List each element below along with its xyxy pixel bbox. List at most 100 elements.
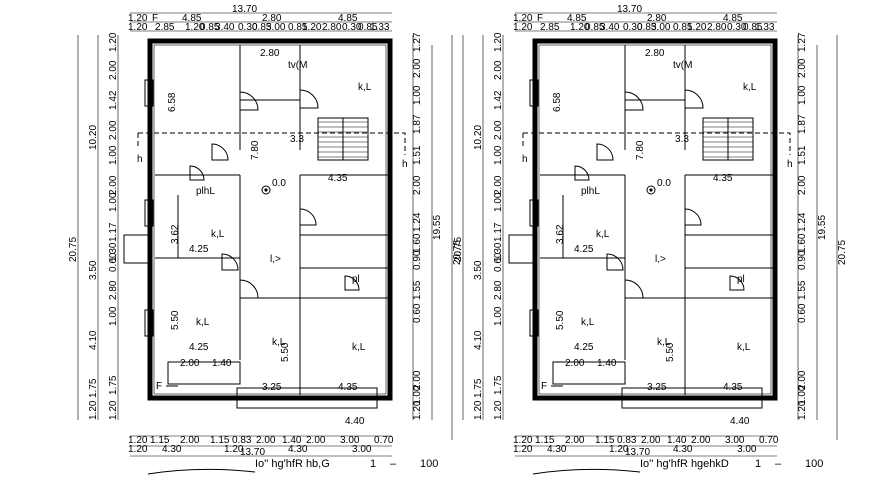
left-inner-dim: 1.20: [108, 32, 119, 52]
top-row1-dim: 4.85: [182, 13, 202, 24]
left-mid-dim: 1.75: [88, 378, 99, 398]
top-row2-dim: 0.85: [288, 22, 308, 33]
inner-wall-line: [538, 44, 772, 395]
room-label-kl: k,L: [196, 317, 210, 328]
left-inner-dim: 1.17: [108, 222, 119, 242]
staircase: [702, 117, 754, 161]
room-dim: 3.62: [555, 224, 566, 244]
bottom-overall-dim: 13.70: [240, 447, 265, 458]
window: [529, 79, 539, 107]
right-inner-dim: 1.27: [412, 32, 423, 52]
left-inner-dim: 1.30: [493, 242, 504, 262]
plan-title: Io'' hg'hfR hgehkD: [640, 458, 729, 470]
top-row2-dim: 0.30: [623, 22, 643, 33]
bottom-row2-dim: 4.30: [547, 444, 567, 455]
left-inner-dim: 1.00: [108, 306, 119, 326]
top-row2-dim: 1.20: [302, 22, 322, 33]
stair-dim: 3.3: [675, 134, 689, 145]
scale-denominator: 100: [420, 458, 438, 470]
room-dim: 3.25: [647, 382, 667, 393]
room-dim: 7.80: [250, 140, 261, 160]
door-swing: [596, 143, 614, 161]
bottom-row1-dim: 2.00: [256, 435, 276, 446]
room-label-plhl: plhL: [196, 186, 215, 197]
room-dim: 3.62: [170, 224, 181, 244]
left-inner-dim: 1.42: [493, 90, 504, 110]
top-row2-dim: 2.85: [155, 22, 175, 33]
bottom-row1-dim: 2.00: [691, 435, 711, 446]
bottom-left-projection: [552, 361, 626, 385]
room-dim: 2.80: [645, 48, 665, 59]
right-inner-dim: 2.00: [797, 370, 808, 390]
bottom-row2-dim: 4.30: [673, 444, 693, 455]
bottom-row1-dim: 2.00: [565, 435, 585, 446]
right-inner-dim: 1.55: [412, 280, 423, 300]
door-swing: [221, 253, 239, 271]
outer-wall: [532, 38, 778, 401]
top-row1-dim: 2.80: [262, 13, 282, 24]
room-label-corridor: l,>: [655, 254, 666, 265]
room-dim: 4.35: [713, 173, 733, 184]
right-inner-dim: 2.00: [412, 175, 423, 195]
bottom-overall-dim: 13.70: [625, 447, 650, 458]
left-inner-dim: 1.00: [493, 192, 504, 212]
right-inner-dim: 0.90: [797, 250, 808, 270]
left-mid-dim: 4.10: [88, 330, 99, 350]
left-inner-dim: 1.20: [493, 400, 504, 420]
top-row1-dim: F: [537, 13, 543, 24]
top-row2-dim: 1.33: [370, 22, 390, 33]
left-inner-dim: 2.00: [108, 120, 119, 140]
door-swing: [299, 89, 319, 109]
bottom-row1-dim: 1.20: [128, 435, 148, 446]
window: [529, 309, 539, 337]
left-inner-dim: 2.80: [108, 280, 119, 300]
top-row1-dim: F: [152, 13, 158, 24]
room-label-pl: pl: [737, 274, 745, 285]
bottom-row1-dim: 1.15: [595, 435, 615, 446]
right-inner-dim: 1.00: [412, 385, 423, 405]
level-marker-dot: [649, 188, 653, 192]
bottom-row2-dim: 1.20: [609, 444, 629, 455]
left-bay-projection: [123, 234, 151, 264]
bottom-row2-dim: 3.00: [737, 444, 757, 455]
left-mid-dim: 10.20: [473, 125, 484, 150]
right-inner-dim: 0.90: [412, 250, 423, 270]
left-inner-dim: 2.00: [108, 175, 119, 195]
left-inner-dim: 1.00: [108, 192, 119, 212]
room-dim: 5.50: [170, 310, 181, 330]
left-inner-dim: 2.80: [493, 280, 504, 300]
door-swing: [344, 275, 360, 291]
window: [144, 309, 154, 337]
level-value: 0.0: [657, 178, 671, 189]
bottom-row1-dim: 3.00: [340, 435, 360, 446]
top-row2-dim: 2.85: [540, 22, 560, 33]
right-inner-dim: 1.87: [412, 114, 423, 134]
top-row2-dim: 2.80: [707, 22, 727, 33]
top-row2-dim: 1.20: [185, 22, 205, 33]
room-dim: 4.40: [345, 416, 365, 427]
right-inner-dim: 1.60: [797, 233, 808, 253]
level-marker-circle: [646, 185, 656, 195]
top-row1-dim: 1.20: [128, 13, 148, 24]
bottom-row2-dim: 1.20: [128, 444, 148, 455]
left-overall-dim: 20.75: [68, 237, 79, 262]
top-row2-dim: 0.85: [200, 22, 220, 33]
left-mid-dim: 3.50: [88, 260, 99, 280]
door-swing: [624, 279, 644, 299]
level-value: 0.0: [272, 178, 286, 189]
right-inner-dim: 2.00: [412, 58, 423, 78]
bottom-row1-dim: 3.00: [725, 435, 745, 446]
left-overall-dim: 20.75: [453, 237, 464, 262]
room-label-kl: k,L: [657, 337, 671, 348]
room-dim: 4.25: [574, 342, 594, 353]
left-inner-dim: 2.00: [108, 60, 119, 80]
left-inner-dim: 0.60: [493, 252, 504, 272]
left-inner-dim: 1.75: [108, 375, 119, 395]
right-inner-dim: 1.24: [797, 212, 808, 232]
left-mid-dim: 1.20: [88, 400, 99, 420]
door-swing: [211, 143, 229, 161]
section-mark-f: F: [541, 381, 547, 392]
section-mark-h: h: [522, 154, 528, 165]
bottom-row1-dim: 2.00: [306, 435, 326, 446]
